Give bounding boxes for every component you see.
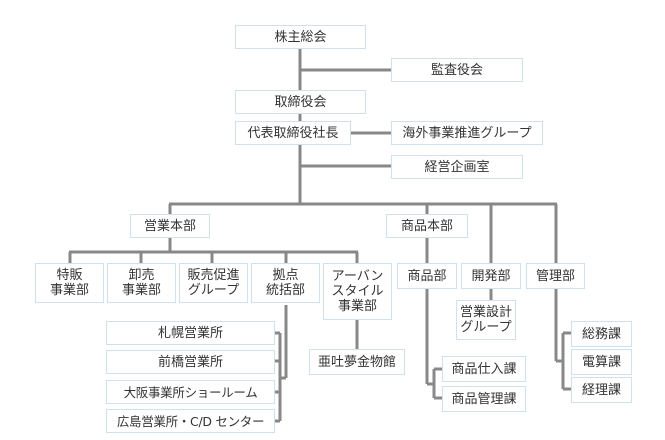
box-office-hiroshima: 広島営業所・C/D センター	[106, 409, 275, 433]
box-division-oroshi: 卸売 事業部	[107, 263, 176, 303]
box-sales-hq: 営業本部	[130, 214, 210, 238]
box-planning: 経営企画室	[391, 155, 523, 179]
box-development: 開発部	[461, 263, 521, 289]
box-office-sapporo: 札幌営業所	[106, 321, 275, 345]
box-shareholders: 株主総会	[235, 25, 366, 49]
box-general-affairs: 総務課	[571, 321, 632, 347]
box-division-promotion: 販売促進 グループ	[179, 263, 248, 303]
box-design-group: 営業設計 グループ	[456, 300, 516, 340]
box-division-tokuhan: 特販 事業部	[35, 263, 104, 303]
box-computing: 電算課	[571, 349, 632, 375]
box-division-urban: アーバン スタイル 事業部	[323, 263, 392, 320]
box-division-base: 拠点 統括部	[251, 263, 320, 303]
box-museum: 亜吐夢金物館	[309, 349, 405, 375]
box-office-osaka: 大阪事業所ショールーム	[106, 380, 275, 404]
box-product-management: 商品管理課	[442, 386, 526, 412]
box-office-maebashi: 前橋営業所	[106, 350, 275, 374]
box-board: 取締役会	[235, 90, 366, 114]
box-auditors: 監査役会	[391, 58, 523, 82]
box-product-purchase: 商品仕入課	[442, 356, 526, 382]
box-accounting: 経理課	[571, 377, 632, 403]
box-president: 代表取締役社長	[235, 121, 351, 145]
box-overseas: 海外事業推進グループ	[391, 121, 543, 145]
box-admin: 管理部	[526, 263, 585, 289]
box-product-dept: 商品部	[397, 263, 457, 289]
box-product-hq: 商品本部	[386, 214, 468, 238]
